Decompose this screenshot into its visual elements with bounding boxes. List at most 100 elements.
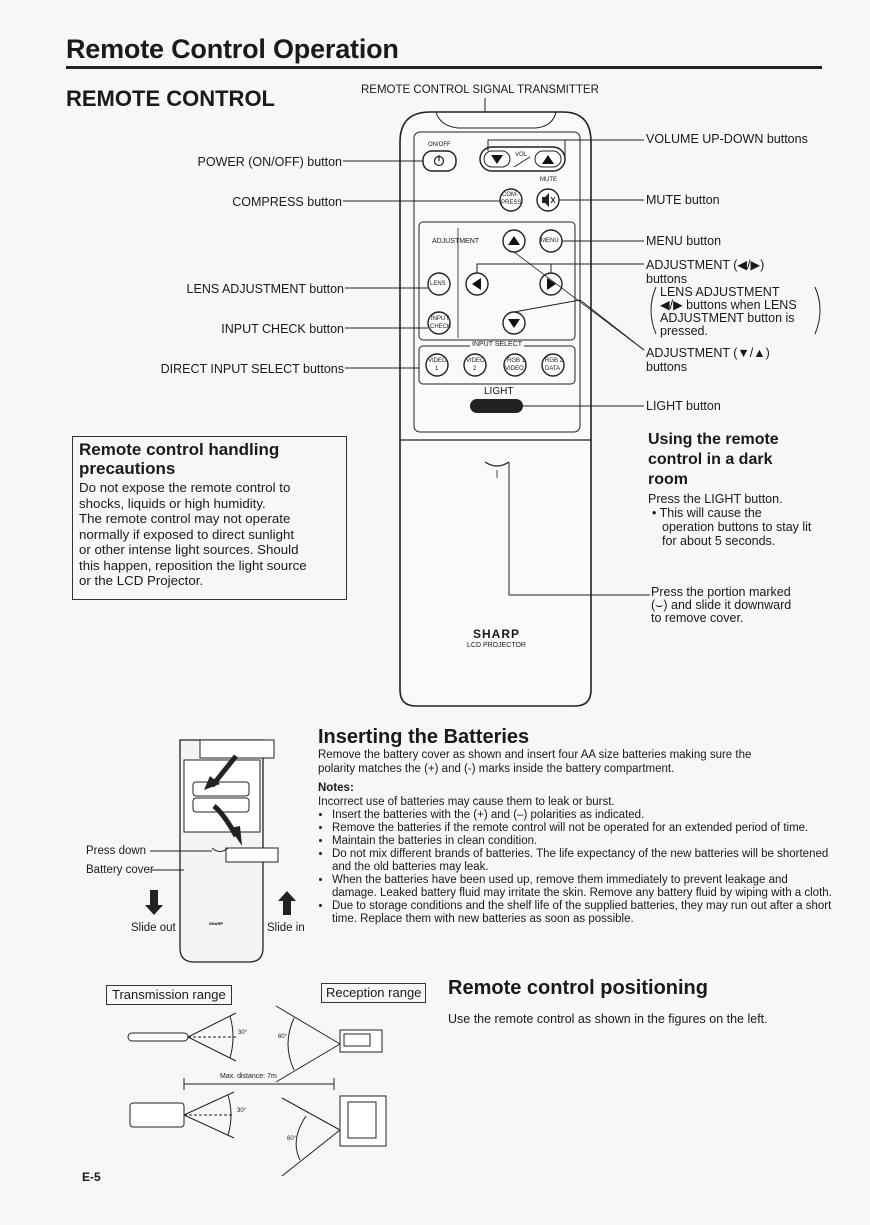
rgb1-button	[503, 353, 527, 377]
dark-room-title: Using the remote control in a dark room	[648, 430, 779, 490]
rgb2-button	[541, 353, 565, 377]
model-label: LCD PROJECTOR	[467, 642, 526, 649]
slide-in-label: Slide in	[267, 922, 305, 934]
page-title: Remote Control Operation	[66, 34, 399, 64]
callout-input-check: INPUT CHECK button	[221, 322, 344, 336]
slide-out-label: Slide out	[131, 922, 176, 934]
handling-title-1: Remote control handling	[79, 440, 280, 459]
lens-note-1: LENS ADJUSTMENT	[660, 285, 780, 299]
callout-compress: COMPRESS button	[232, 195, 342, 209]
press-label: PRESS	[501, 200, 522, 206]
callout-adj-ud-2: buttons	[646, 360, 688, 374]
cover-note-1: Press the portion marked	[651, 585, 791, 599]
light-button	[470, 399, 523, 413]
positioning-text: Use the remote control as shown in the f…	[448, 1012, 768, 1026]
callout-adj-lr: ADJUSTMENT (◀/▶)	[646, 258, 765, 272]
max-distance-label: Max. distance: 7m	[220, 1073, 277, 1080]
brand-logo: SHARP	[473, 627, 521, 641]
handling-line: The remote control may not operate	[79, 511, 291, 526]
video2-button	[463, 353, 487, 377]
lens-note-4: pressed.	[660, 324, 708, 338]
rgb2-label: RGB 2	[545, 358, 564, 364]
handling-box: Remote control handling precautions Do n…	[72, 436, 347, 600]
handling-title-2: precautions	[79, 459, 176, 478]
lens-note-2: ◀/▶ buttons when LENS	[660, 298, 797, 312]
handling-line: shocks, liquids or high humidity.	[79, 495, 266, 511]
check-label: CHECK	[430, 324, 452, 330]
video1-num: 1	[435, 366, 439, 372]
vol-label: VOL	[515, 152, 528, 158]
video1-label: VIDEO	[428, 358, 447, 364]
notes-title: Notes:	[318, 782, 354, 794]
rgb1-sub: VIDEO	[505, 366, 524, 372]
callout-mute: MUTE button	[646, 193, 720, 207]
press-down-label: Press down	[86, 845, 147, 857]
mute-label: MUTE	[540, 177, 557, 183]
com-label: COM-	[502, 192, 518, 198]
input-check-button	[427, 311, 451, 335]
callout-volume: VOLUME UP-DOWN buttons	[646, 132, 808, 146]
lens-button	[427, 272, 451, 296]
handling-line: or other intense light sources. Should	[79, 542, 299, 557]
transmitter-label: REMOTE CONTROL SIGNAL TRANSMITTER	[361, 84, 599, 96]
reception-range-box: Reception range	[321, 983, 427, 1003]
handling-line: normally if exposed to direct sunlight	[79, 526, 295, 542]
callout-lens: LENS ADJUSTMENT button	[186, 282, 344, 296]
cover-note-2: (⌣) and slide it downward	[651, 598, 792, 612]
title-rule	[66, 66, 822, 69]
input-label: INPUT	[431, 316, 449, 322]
note-item: Remove the batteries if the remote contr…	[332, 822, 833, 835]
deg-30-top: 30°	[238, 1030, 248, 1036]
video1-button	[425, 353, 449, 377]
callout-adj-lr-2: buttons	[646, 272, 688, 286]
svg-text:SHARP: SHARP	[209, 921, 223, 926]
menu-label: MENU	[541, 238, 559, 244]
dark-room-bullet-1: • This will cause the	[652, 506, 762, 520]
adjustment-label: ADJUSTMENT	[432, 238, 480, 245]
dark-room-bullet-2: operation buttons to stay lit	[662, 520, 812, 534]
input-select-label: INPUT SELECT	[470, 341, 525, 349]
callout-power: POWER (ON/OFF) button	[197, 155, 342, 169]
notes-list: Insert the batteries with the (+) and (–…	[318, 809, 833, 926]
dark-room-title-3: room	[648, 471, 688, 488]
callout-adj-ud: ADJUSTMENT (▼/▲)	[646, 346, 770, 360]
batteries-title: Inserting the Batteries	[318, 726, 530, 748]
deg-60-top: 60°	[278, 1034, 288, 1040]
batteries-intro-1: Remove the battery cover as shown and in…	[318, 749, 752, 761]
dark-room-line1: Press the LIGHT button.	[648, 492, 783, 506]
section-title: REMOTE CONTROL	[66, 86, 275, 111]
note-item: Do not mix different brands of batteries…	[332, 848, 833, 874]
transmission-range-box: Transmission range	[106, 985, 232, 1005]
handling-line: this happen, reposition the light source	[79, 557, 307, 573]
page-number: E-5	[82, 1170, 101, 1184]
onoff-label: ON/OFF	[428, 142, 451, 148]
handling-line: or the LCD Projector.	[79, 573, 204, 588]
note-item: When the batteries have been used up, re…	[332, 874, 833, 900]
deg-60-bottom: 60°	[287, 1136, 297, 1142]
callout-direct-input: DIRECT INPUT SELECT buttons	[160, 362, 344, 376]
dark-room-bullet-3: for about 5 seconds.	[662, 534, 776, 548]
notes-intro: Incorrect use of batteries may cause the…	[318, 796, 615, 808]
note-item: Maintain the batteries in clean conditio…	[332, 835, 833, 848]
note-item: Due to storage conditions and the shelf …	[332, 900, 833, 926]
lens-note-3: ADJUSTMENT button is	[660, 311, 795, 325]
dark-room-title-1: Using the remote	[648, 431, 779, 448]
deg-30-bottom: 30°	[237, 1108, 247, 1114]
positioning-title: Remote control positioning	[448, 977, 708, 999]
lens-label: LENS	[430, 281, 446, 287]
battery-cover-label: Battery cover	[86, 864, 154, 876]
light-label: LIGHT	[484, 386, 514, 397]
video2-label: VIDEO	[466, 358, 485, 364]
note-item: Insert the batteries with the (+) and (–…	[332, 809, 833, 822]
callout-menu: MENU button	[646, 234, 722, 248]
cover-note-3: to remove cover.	[651, 611, 744, 625]
compress-button	[499, 188, 523, 212]
batteries-intro-2: polarity matches the (+) and (-) marks i…	[318, 763, 675, 775]
video2-num: 2	[473, 366, 477, 372]
rgb2-sub: DATA	[545, 366, 561, 372]
dark-room-title-2: control in a dark	[648, 451, 773, 468]
handling-line: Do not expose the remote control to	[79, 480, 291, 495]
